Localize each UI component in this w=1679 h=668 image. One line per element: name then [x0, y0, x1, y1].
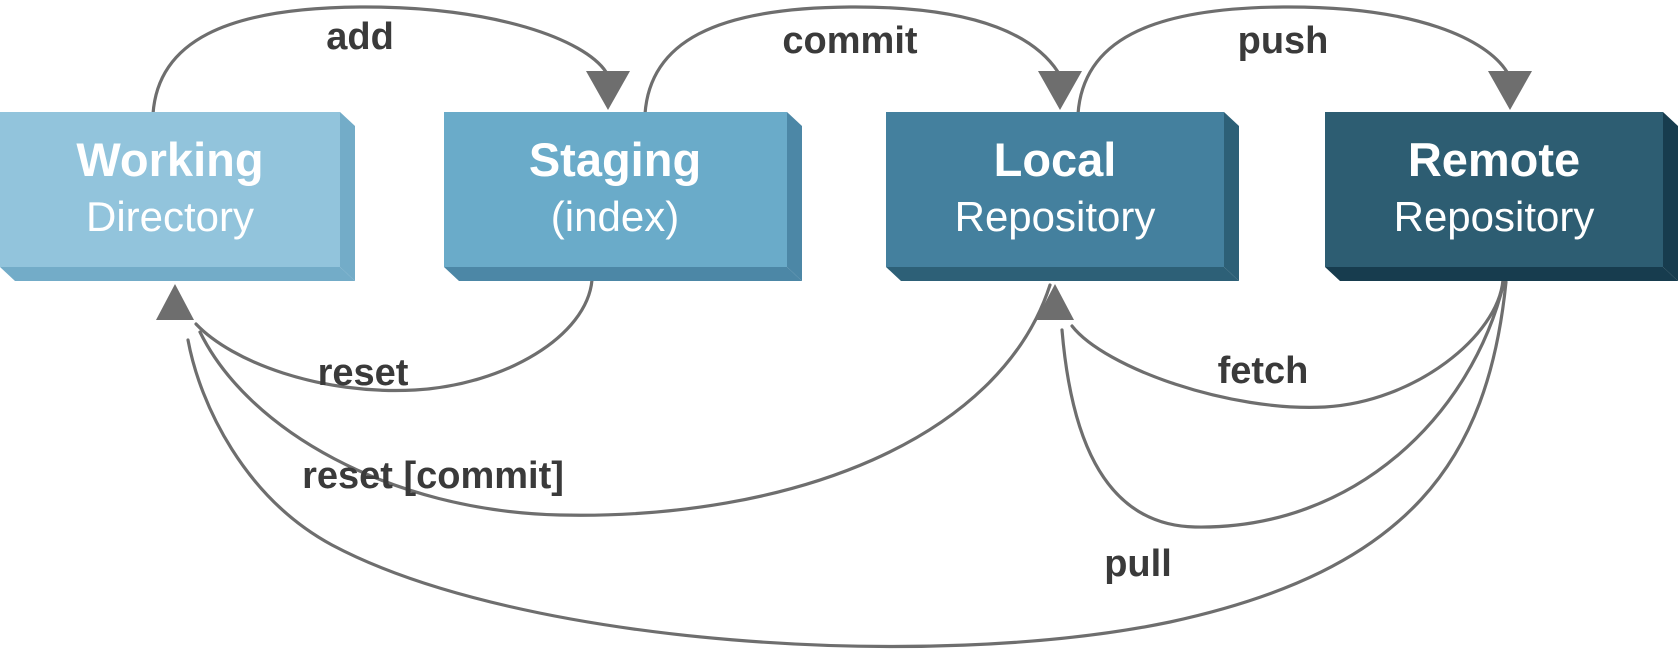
box-subtitle: (index): [551, 193, 679, 240]
box-bevel-bottom: [1325, 267, 1678, 281]
pull-to-local-arrow-curve: [1060, 280, 1506, 529]
box-bevel-bottom: [0, 267, 355, 281]
box-subtitle: Repository: [1394, 193, 1595, 240]
box-face: [1325, 112, 1663, 267]
reset-commit-arrow-curve: [198, 283, 1052, 517]
fetch-label: fetch: [1218, 350, 1309, 392]
working-directory-arrowhead-icon: [156, 284, 194, 320]
box-bevel-right: [787, 112, 802, 281]
reset-commit-label: reset [commit]: [302, 455, 564, 497]
add-arrow-curve: [151, 5, 608, 116]
box-face: [886, 112, 1224, 267]
arrow-curves: [151, 5, 1509, 649]
push-arrowhead-icon: [1488, 71, 1532, 110]
box-title: Local: [994, 133, 1117, 186]
box-subtitle: Repository: [955, 193, 1156, 240]
box-bevel-bottom: [444, 267, 802, 281]
box-face: [0, 112, 340, 267]
box-title: Staging: [529, 133, 701, 186]
box-bevel-bottom: [886, 267, 1239, 281]
box-staging: Staging (index): [444, 112, 802, 281]
box-subtitle: Directory: [86, 193, 254, 240]
box-face: [444, 112, 787, 267]
box-bevel-right: [1224, 112, 1239, 281]
box-working-directory: Working Directory: [0, 112, 355, 281]
box-bevel-right: [340, 112, 355, 281]
pull-label: pull: [1104, 543, 1172, 585]
add-label: add: [326, 16, 394, 58]
reset-arrow-curve: [194, 278, 594, 393]
commit-arrowhead-icon: [1038, 71, 1082, 110]
box-title: Working: [76, 133, 263, 186]
reset-label: reset: [318, 352, 409, 394]
box-title: Remote: [1408, 133, 1580, 186]
arrowheads: [156, 71, 1532, 320]
fetch-arrow-curve: [1070, 278, 1505, 409]
box-remote-repository: Remote Repository: [1325, 112, 1678, 281]
add-arrowhead-icon: [586, 71, 630, 110]
box-bevel-right: [1663, 112, 1678, 281]
pull-to-working-arrow-curve: [186, 280, 1508, 649]
local-repository-arrowhead-icon: [1036, 284, 1074, 320]
push-arrow-curve: [1076, 5, 1509, 116]
box-local-repository: Local Repository: [886, 112, 1239, 281]
commit-label: commit: [782, 20, 917, 62]
arrow-labels: add commit push reset fetch reset [commi…: [302, 16, 1328, 585]
commit-arrow-curve: [643, 5, 1060, 116]
push-label: push: [1238, 20, 1329, 62]
